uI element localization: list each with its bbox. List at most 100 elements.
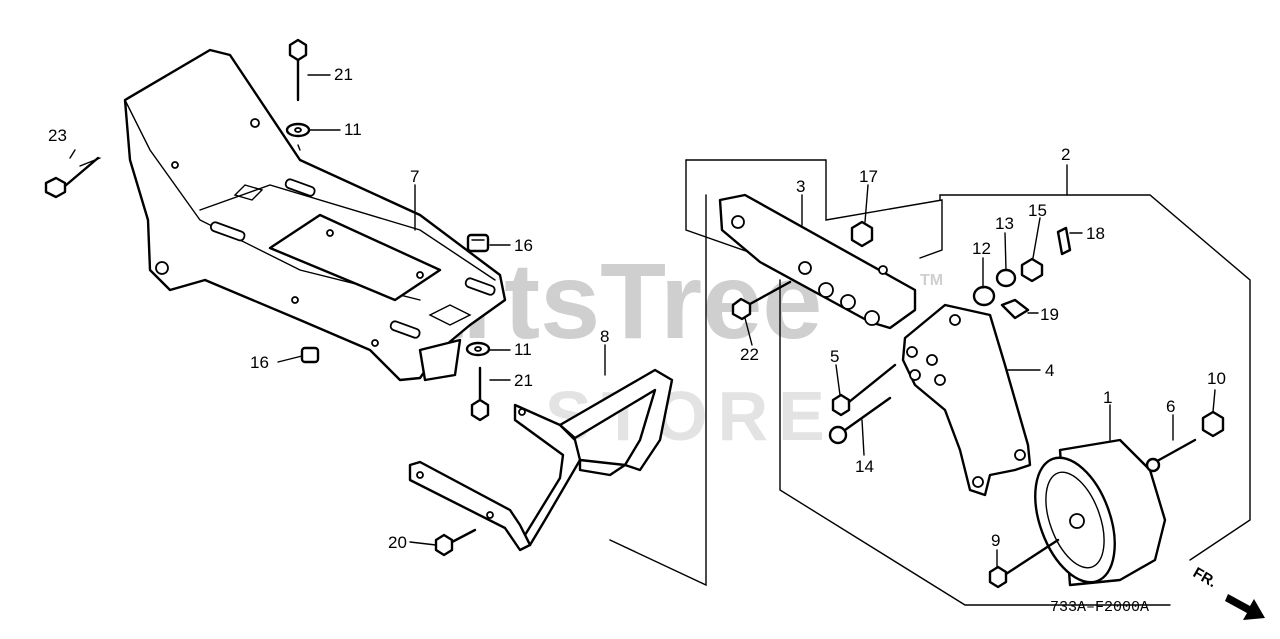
callout-5: 5 bbox=[830, 347, 839, 366]
bolt-21-top bbox=[288, 38, 308, 102]
shaft-6 bbox=[1145, 438, 1197, 473]
callout-10: 10 bbox=[1207, 369, 1226, 388]
group-outline-bottom bbox=[779, 279, 1171, 606]
tray-hole bbox=[250, 118, 260, 128]
bolt-21-lower bbox=[470, 366, 490, 422]
callout-19: 19 bbox=[1040, 305, 1059, 324]
pin-14 bbox=[828, 396, 892, 445]
callout-8: 8 bbox=[600, 327, 609, 346]
arm-hole bbox=[949, 314, 961, 326]
bracket-hole bbox=[878, 265, 888, 275]
tray-hole bbox=[326, 229, 334, 237]
tray-hole bbox=[416, 271, 424, 279]
callout-11-top: 11 bbox=[344, 120, 362, 139]
tray-window bbox=[268, 213, 442, 302]
washer-11-top-hole bbox=[294, 127, 302, 133]
callout-12: 12 bbox=[972, 239, 991, 258]
group-outline-right bbox=[939, 194, 1251, 561]
group-outline-upper bbox=[685, 159, 943, 259]
bracket-hole bbox=[818, 282, 834, 298]
callout-7: 7 bbox=[410, 167, 419, 186]
callout-2: 2 bbox=[1061, 145, 1070, 164]
fasteners-left bbox=[44, 38, 491, 557]
bar-top-loop bbox=[558, 368, 674, 472]
leader-lines bbox=[69, 74, 1216, 569]
part-3-bracket bbox=[718, 193, 917, 330]
group-outline-bracket bbox=[609, 194, 707, 587]
callout-3: 3 bbox=[796, 177, 805, 196]
watermark-tm: TM bbox=[920, 272, 943, 289]
nut-10 bbox=[1201, 410, 1225, 438]
tray-rim bbox=[199, 184, 496, 281]
callout-4: 4 bbox=[1045, 361, 1054, 380]
arm-hole bbox=[909, 369, 921, 381]
arm-hole bbox=[926, 354, 938, 366]
bolt-20 bbox=[434, 528, 477, 557]
tray-hole bbox=[371, 339, 379, 347]
callout-14: 14 bbox=[855, 457, 874, 476]
nut-16-upper bbox=[466, 233, 490, 253]
callout-23: 23 bbox=[48, 126, 67, 145]
tray-hole bbox=[155, 261, 169, 275]
clip-19 bbox=[1000, 298, 1030, 320]
direction-label: FR. bbox=[1190, 564, 1219, 591]
callout-13: 13 bbox=[995, 214, 1014, 233]
callout-16-lower: 16 bbox=[250, 353, 269, 372]
tray-slot bbox=[464, 277, 496, 296]
tray-tab bbox=[428, 304, 472, 326]
callout-18: 18 bbox=[1086, 224, 1105, 243]
tray-hole bbox=[171, 161, 179, 169]
bolt-22 bbox=[731, 280, 792, 321]
wheel-assembly bbox=[718, 193, 1225, 589]
bracket-hole bbox=[840, 294, 856, 310]
callout-6: 6 bbox=[1166, 397, 1175, 416]
callout-21-top: 21 bbox=[334, 65, 353, 84]
tray-slot bbox=[389, 320, 421, 339]
tray-slot bbox=[284, 178, 316, 197]
nut-17 bbox=[850, 220, 874, 248]
arm-hole bbox=[1014, 449, 1026, 461]
tray-bracket bbox=[418, 338, 462, 382]
tray-body bbox=[123, 48, 507, 382]
tray-edge bbox=[124, 99, 421, 301]
arrow-icon bbox=[1225, 594, 1265, 620]
bracket-hole bbox=[798, 261, 812, 275]
callout-17: 17 bbox=[859, 167, 878, 186]
callout-11-lower: 11 bbox=[514, 340, 532, 359]
bolt-23 bbox=[44, 156, 101, 199]
part-7-tray bbox=[123, 48, 507, 382]
callout-labels: 1 2 3 4 5 6 7 8 9 10 11 11 12 13 14 15 1… bbox=[48, 65, 1226, 552]
part-1-wheel bbox=[1034, 438, 1167, 587]
callout-21-lower: 21 bbox=[514, 371, 533, 390]
washer-11-lower-hole bbox=[474, 346, 482, 352]
part-4-arm bbox=[901, 303, 1032, 497]
bar-hole bbox=[518, 408, 526, 416]
front-direction-indicator: FR. bbox=[1190, 564, 1265, 620]
callout-1: 1 bbox=[1103, 388, 1112, 407]
bracket-hole bbox=[731, 215, 745, 229]
bar-hole bbox=[416, 471, 424, 479]
group-boundaries bbox=[609, 159, 1251, 606]
callout-15: 15 bbox=[1028, 201, 1047, 220]
bracket-hole bbox=[864, 310, 880, 326]
washer-12 bbox=[972, 285, 996, 307]
tray-slot bbox=[209, 221, 246, 242]
tray-tab bbox=[233, 184, 264, 201]
callout-16-upper: 16 bbox=[514, 236, 533, 255]
bar-lower-plate bbox=[408, 460, 532, 552]
bolt-9 bbox=[988, 538, 1060, 589]
callout-9: 9 bbox=[991, 531, 1000, 550]
diagram-code: 733A–F2000A bbox=[1050, 599, 1149, 616]
part-8-guard-bar bbox=[408, 368, 674, 552]
arm-hole bbox=[972, 476, 984, 488]
pin-18 bbox=[1056, 226, 1072, 256]
nut-16-lower bbox=[300, 346, 320, 364]
callout-20: 20 bbox=[388, 533, 407, 552]
bar-hole bbox=[486, 511, 494, 519]
arm-hole bbox=[934, 374, 946, 386]
nut-15 bbox=[1020, 257, 1044, 283]
callout-22: 22 bbox=[740, 345, 759, 364]
bolt-5 bbox=[831, 363, 897, 417]
washer-13 bbox=[995, 268, 1017, 288]
